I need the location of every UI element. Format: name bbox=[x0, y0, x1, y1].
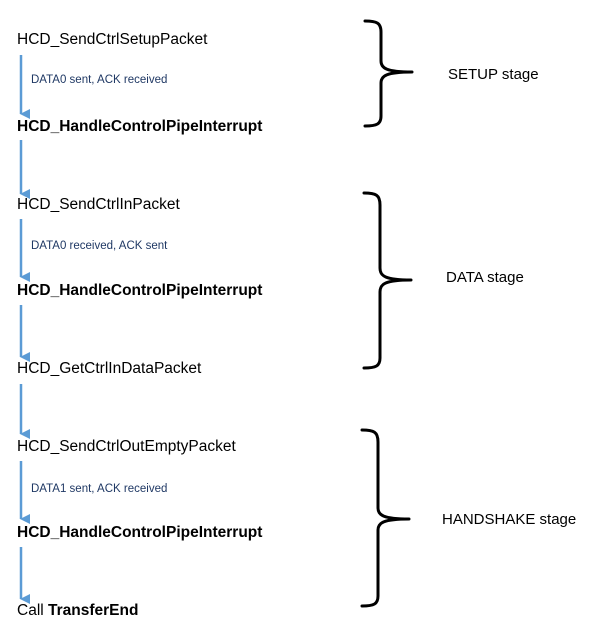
step-send-ctrl-setup-packet: HCD_SendCtrlSetupPacket bbox=[17, 31, 208, 48]
annotation-data1-sent: DATA1 sent, ACK received bbox=[31, 483, 167, 495]
data-stage-label: DATA stage bbox=[446, 269, 524, 286]
step-get-ctrl-in-data-packet: HCD_GetCtrlInDataPacket bbox=[17, 360, 202, 377]
annotation-data0-sent: DATA0 sent, ACK received bbox=[31, 74, 167, 86]
handshake-stage-label: HANDSHAKE stage bbox=[442, 511, 576, 528]
step-handle-control-pipe-interrupt-1: HCD_HandleControlPipeInterrupt bbox=[17, 118, 262, 135]
setup-stage-bracket bbox=[363, 19, 414, 128]
step-handle-control-pipe-interrupt-3: HCD_HandleControlPipeInterrupt bbox=[17, 524, 262, 541]
step-send-ctrl-in-packet: HCD_SendCtrlInPacket bbox=[17, 196, 181, 213]
step-send-ctrl-out-empty-packet: HCD_SendCtrlOutEmptyPacket bbox=[17, 438, 236, 455]
annotation-data0-received: DATA0 received, ACK sent bbox=[31, 240, 168, 252]
handshake-stage-bracket bbox=[360, 428, 411, 608]
data-stage-bracket bbox=[362, 191, 413, 370]
step-call-transfer-end: Call TransferEnd bbox=[17, 602, 138, 619]
step-handle-control-pipe-interrupt-2: HCD_HandleControlPipeInterrupt bbox=[17, 282, 262, 299]
setup-stage-label: SETUP stage bbox=[448, 66, 539, 83]
